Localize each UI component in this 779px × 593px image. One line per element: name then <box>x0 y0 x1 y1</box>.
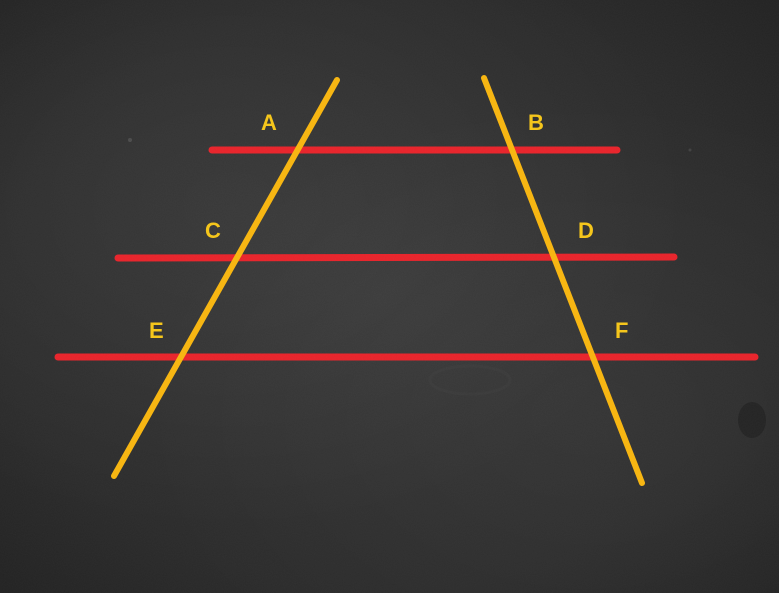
chalkboard: A B C D E F <box>0 0 779 593</box>
diagram: A B C D E F <box>0 0 779 593</box>
chalk-texture <box>0 0 779 593</box>
